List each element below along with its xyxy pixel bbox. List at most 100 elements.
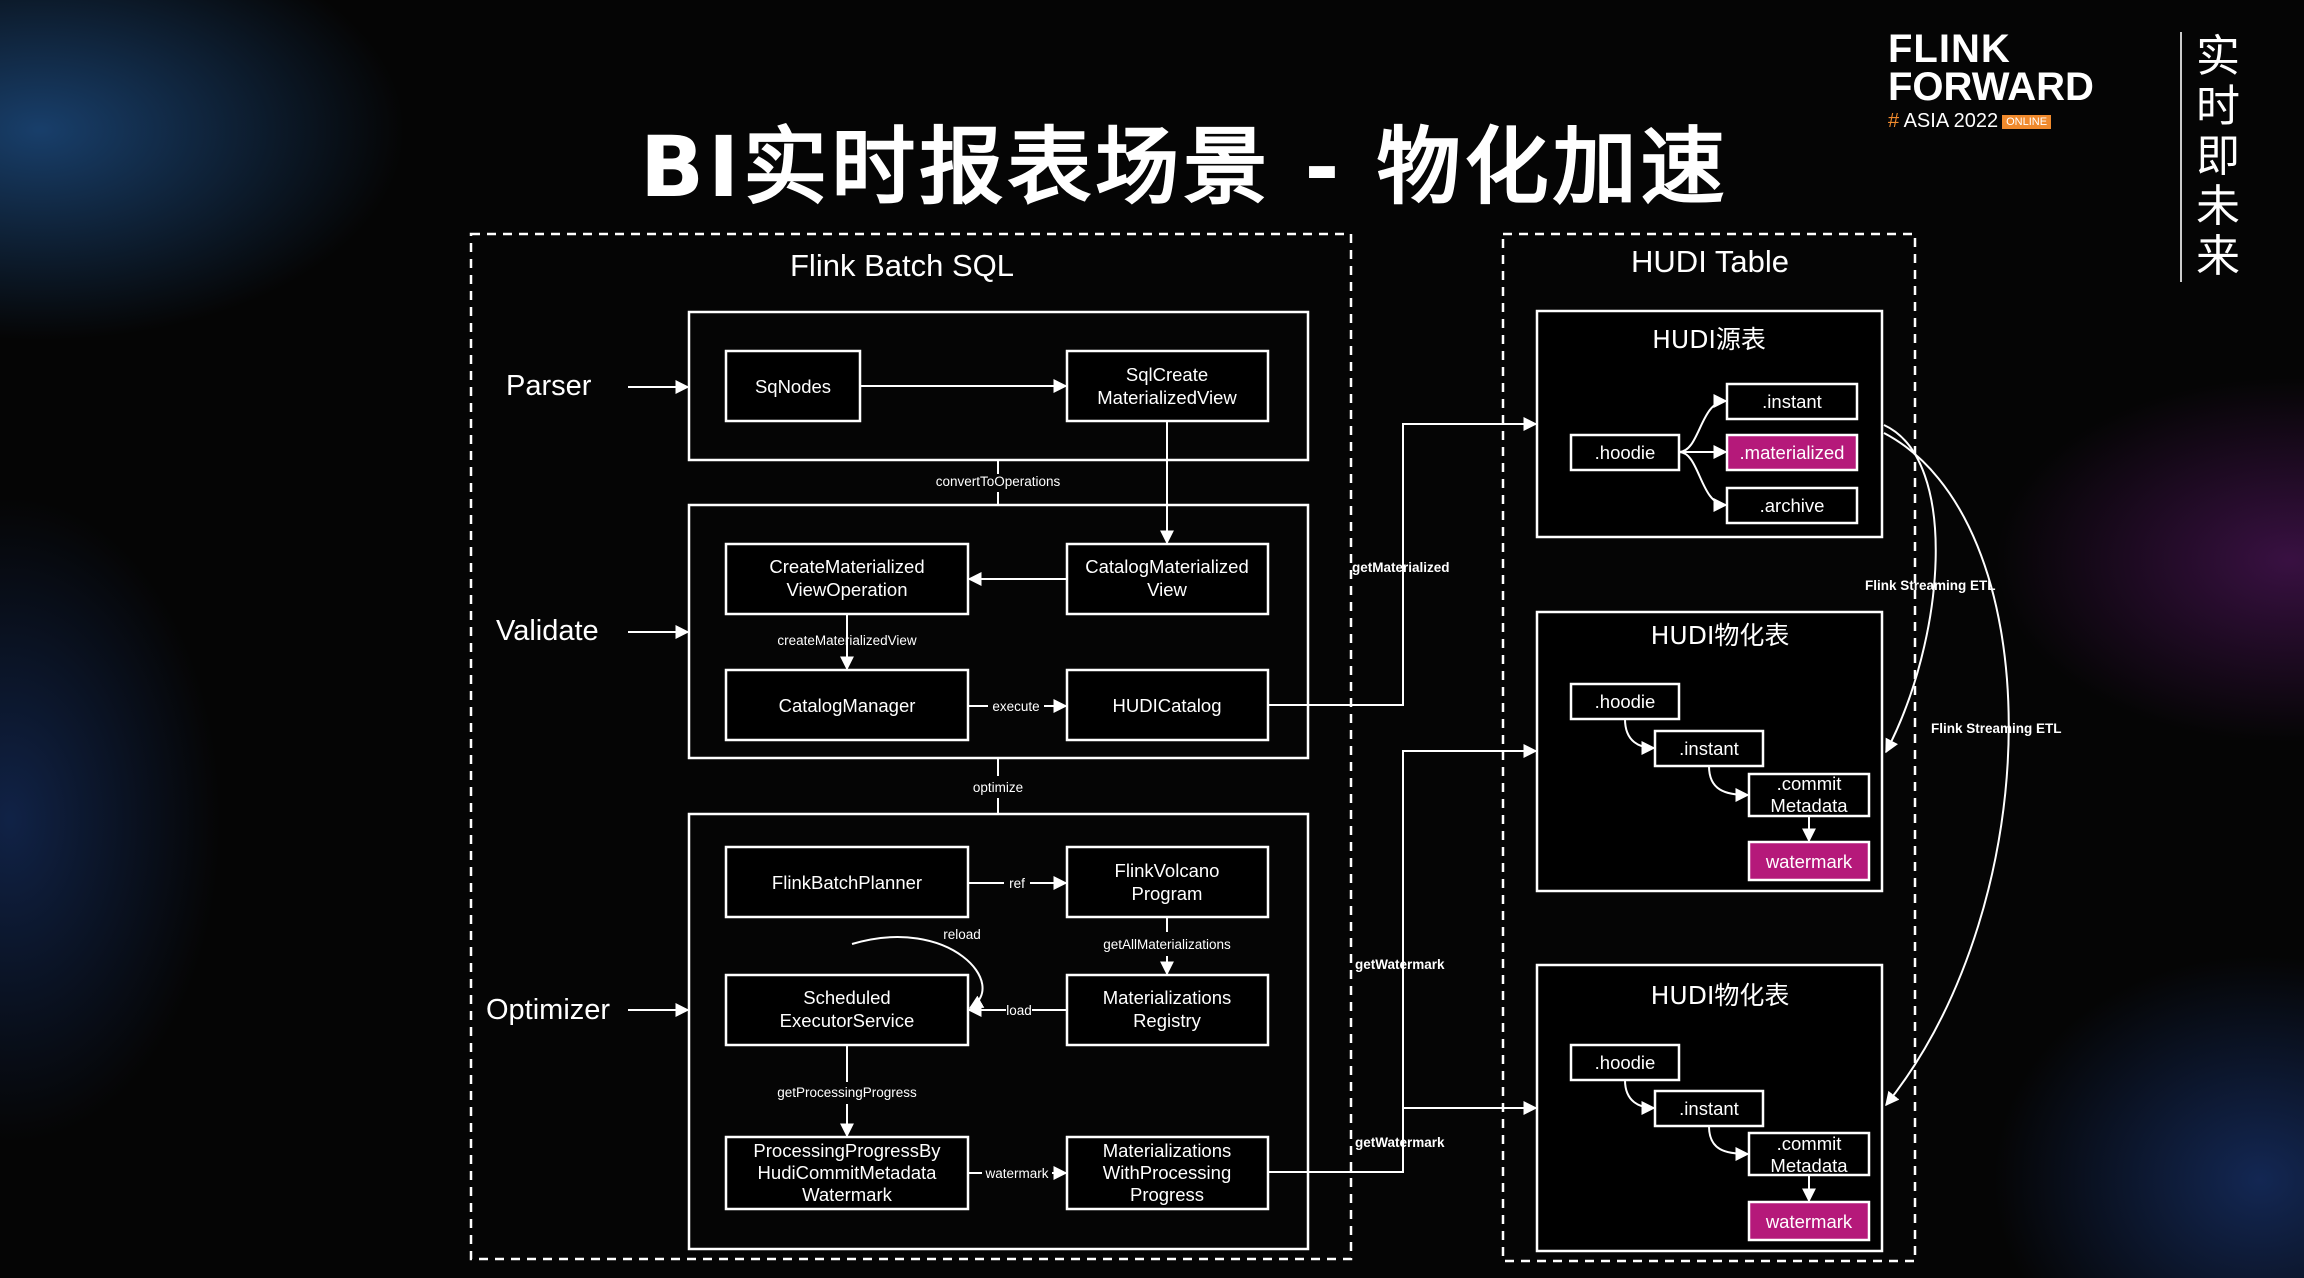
flink-batch-sql-title: Flink Batch SQL — [790, 248, 1014, 283]
node-registry-line1: Materializations — [1103, 987, 1232, 1008]
edge-createmv-label: createMaterializedView — [777, 633, 917, 648]
hudi-mv1-hoodie — [1569, 682, 1681, 721]
stage-optimizer: Optimizer — [486, 994, 611, 1026]
edge-execute-label: execute — [992, 699, 1039, 714]
hudi-mv1-commit — [1747, 772, 1871, 818]
hudi-mv2-commit-line2: Metadata — [1770, 1155, 1848, 1176]
hudi-mv2-commit — [1747, 1131, 1871, 1177]
node-withprogress — [1065, 1135, 1270, 1211]
hudi-mv1-commit-line1: .commit — [1777, 773, 1842, 794]
node-createop — [724, 542, 970, 616]
edge-optimize-label: optimize — [973, 780, 1023, 795]
hudi-mv1-instant — [1653, 729, 1765, 768]
hudi-mv1-commit-line2: Metadata — [1770, 795, 1848, 816]
logo-forward: FORWARD — [1888, 65, 2094, 109]
hudi-mv2-instant-label: .instant — [1679, 1098, 1739, 1119]
hudi-source-instant — [1725, 382, 1859, 421]
edge-convert-label: convertToOperations — [936, 474, 1061, 489]
node-catalogmv-line1: CatalogMaterialized — [1085, 556, 1249, 577]
hudi-source-materialized — [1725, 433, 1859, 472]
node-withprogress-line3: Progress — [1130, 1184, 1204, 1205]
hudi-mv2-hoodie-label: .hoodie — [1595, 1052, 1656, 1073]
node-sqlcreate — [1065, 349, 1270, 423]
edge-mv1-hoodie-instant — [1624, 718, 1656, 755]
hudi-mv2-hoodie — [1569, 1043, 1681, 1082]
stage-parser: Parser — [506, 370, 592, 402]
flink-batch-sql-group — [469, 232, 1353, 1261]
hudi-mv2-title: HUDI物化表 — [1651, 981, 1790, 1010]
edge-streaming-etl-2-label: Flink Streaming ETL — [1931, 721, 2062, 736]
logo-asia-text: ASIA 2022 — [1899, 110, 1999, 132]
edge-streaming-etl-1 — [1883, 424, 1937, 754]
node-planner — [724, 845, 970, 919]
node-sqlnodes-label: SqNodes — [755, 376, 831, 397]
node-scheduled-line2: ExecutorService — [780, 1010, 915, 1031]
node-withprogress-line1: Materializations — [1103, 1140, 1232, 1161]
node-catalogmv — [1065, 542, 1270, 616]
node-hudicatalog-label: HUDICatalog — [1113, 695, 1222, 716]
edge-getmaterialized — [1268, 417, 1538, 706]
node-progress-line1: ProcessingProgressBy — [753, 1140, 941, 1161]
node-scheduled — [724, 973, 970, 1047]
hudi-mv2-watermark-label: watermark — [1765, 1211, 1853, 1232]
hudi-mv1-watermark — [1747, 840, 1871, 882]
edge-hoodie-instant — [1678, 394, 1728, 453]
node-planner-label: FlinkBatchPlanner — [772, 872, 922, 893]
node-volcano-line1: FlinkVolcano — [1115, 860, 1220, 881]
edge-watermark-label: watermark — [984, 1166, 1048, 1181]
node-sqlcreate-line1: SqlCreate — [1126, 364, 1208, 385]
hudi-mv2-watermark — [1747, 1200, 1871, 1242]
hudi-mv1-title: HUDI物化表 — [1651, 621, 1790, 650]
edge-streaming-etl-2 — [1883, 432, 2010, 1107]
edge-getwatermark-2-label: getWatermark — [1355, 1135, 1445, 1150]
node-progress-line2: HudiCommitMetadata — [758, 1162, 938, 1183]
node-volcano — [1065, 845, 1270, 919]
node-registry-line2: Registry — [1133, 1010, 1202, 1031]
hudi-source-archive-label: .archive — [1760, 495, 1825, 516]
edge-getprog-label: getProcessingProgress — [777, 1085, 917, 1100]
hudi-mv1-instant-label: .instant — [1679, 738, 1739, 759]
node-progress — [724, 1135, 970, 1211]
node-catalogmgr-label: CatalogManager — [779, 695, 916, 716]
edge-getwatermark-1-label: getWatermark — [1355, 957, 1445, 972]
edge-getwatermark-1 — [1268, 744, 1538, 1173]
edge-mv1-instant-commit — [1708, 765, 1750, 802]
node-withprogress-line2: WithProcessing — [1103, 1162, 1232, 1183]
optimizer-container — [687, 812, 1310, 1251]
edge-hoodie-archive — [1678, 451, 1728, 512]
logo-flink: FLINK — [1888, 27, 2011, 71]
node-registry — [1065, 973, 1270, 1047]
edge-getall-label: getAllMaterializations — [1103, 937, 1231, 952]
hudi-table-title: HUDI Table — [1631, 244, 1789, 279]
edge-load-label: load — [1006, 1003, 1032, 1018]
hudi-source-materialized-label: .materialized — [1740, 442, 1845, 463]
node-volcano-line2: Program — [1132, 883, 1203, 904]
edge-mv2-hoodie-instant — [1624, 1079, 1656, 1115]
edge-mv2-instant-commit — [1708, 1125, 1750, 1161]
hudi-source-hoodie-label: .hoodie — [1595, 442, 1656, 463]
node-sqlcreate-line2: MaterializedView — [1097, 387, 1237, 408]
hudi-source-title: HUDI源表 — [1652, 325, 1766, 354]
slide-title: BI实时报表场景 - 物化加速 — [640, 118, 1729, 216]
node-createop-line1: CreateMaterialized — [769, 556, 924, 577]
edge-getmaterialized-label: getMaterialized — [1352, 560, 1450, 575]
hudi-mv1-watermark-label: watermark — [1765, 851, 1853, 872]
hudi-mv1-hoodie-label: .hoodie — [1595, 691, 1656, 712]
hudi-source-instant-label: .instant — [1762, 391, 1822, 412]
node-progress-line3: Watermark — [802, 1184, 893, 1205]
hudi-source-hoodie — [1569, 433, 1681, 472]
logo-online-badge: ONLINE — [2002, 114, 2052, 129]
edge-reload-label: reload — [943, 927, 981, 942]
stage-validate: Validate — [496, 615, 599, 647]
logo-slogan: 实时即未来 — [2180, 32, 2280, 282]
edge-streaming-etl-1-label: Flink Streaming ETL — [1865, 578, 1996, 593]
edge-ref-label: ref — [1009, 876, 1025, 891]
node-scheduled-line1: Scheduled — [803, 987, 890, 1008]
node-catalogmv-line2: View — [1147, 579, 1187, 600]
logo-hash: # — [1888, 110, 1900, 132]
node-createop-line2: ViewOperation — [786, 579, 907, 600]
